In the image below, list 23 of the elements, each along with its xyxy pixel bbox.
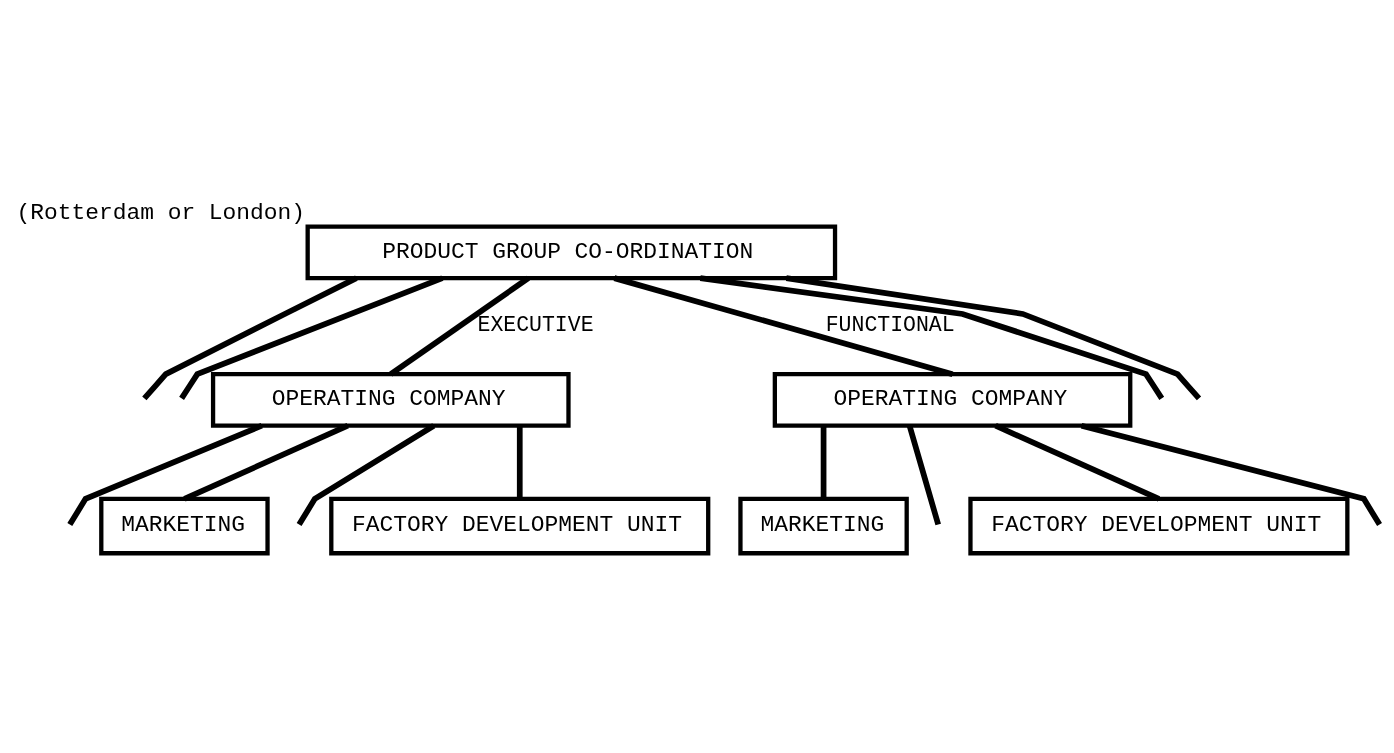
node-box: MARKETING [738,496,909,555]
node-label: (Rotterdam or London) [16,199,306,226]
node-box: PRODUCT GROUP CO-ORDINATION [305,223,838,280]
edge-label: FUNCTIONAL [825,312,955,337]
connector [994,422,1161,501]
connector [820,425,827,499]
connector [785,274,1202,400]
node-box: OPERATING COMPANY [210,371,571,428]
connector [183,422,349,501]
connector [179,274,444,400]
connector [67,422,263,526]
node-box: MARKETING [99,496,270,555]
connector [389,275,530,376]
connector [296,422,436,526]
connector [1080,422,1382,526]
node-box: OPERATING COMPANY [772,371,1133,428]
connector [699,274,1165,400]
connector [516,425,523,499]
edge-label: EXECUTIVE [477,312,594,337]
connector [906,424,941,525]
connector [613,274,954,377]
node-box: FACTORY DEVELOPMENT UNIT [329,496,711,555]
node-box: FACTORY DEVELOPMENT UNIT [968,496,1350,555]
